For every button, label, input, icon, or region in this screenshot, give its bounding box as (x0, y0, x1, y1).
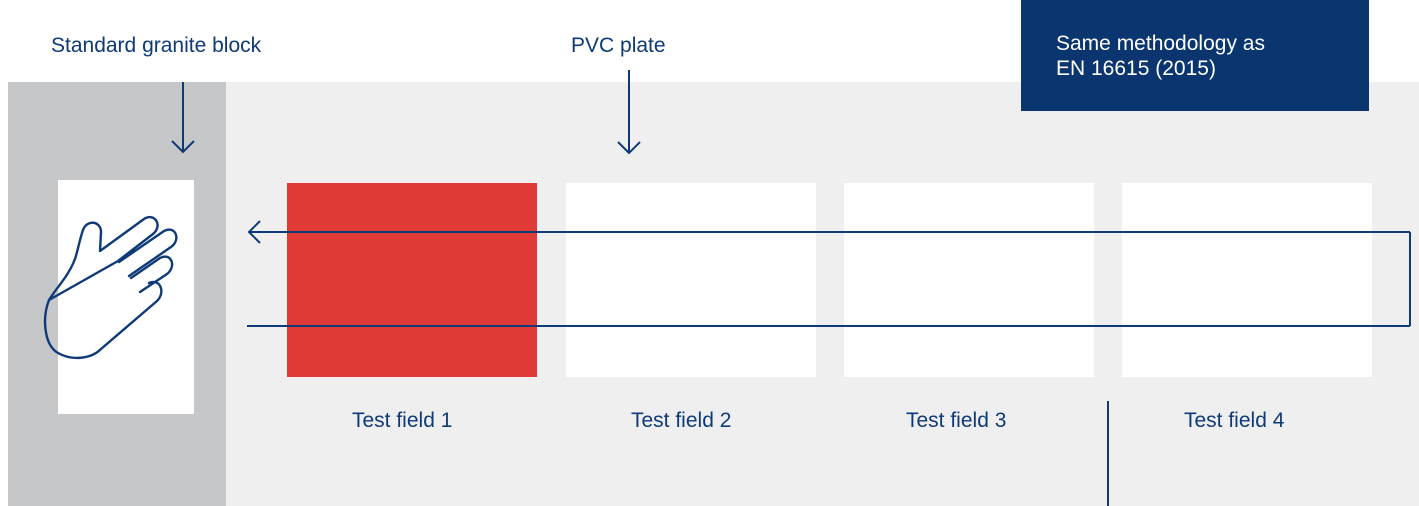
test-field-2-label: Test field 2 (631, 409, 732, 432)
granite-block-contact-area (58, 180, 194, 414)
test-field-2 (566, 183, 816, 377)
test-field-4-label: Test field 4 (1184, 409, 1285, 432)
pvc-plate-label: PVC plate (571, 34, 666, 57)
arrow-down-icon (171, 82, 195, 154)
test-field-4 (1122, 183, 1372, 377)
wipe-path-arrow-icon (247, 220, 1411, 327)
methodology-callout: Same methodology as EN 16615 (2015) (1021, 0, 1369, 111)
callout-line-1: Same methodology as (1056, 32, 1265, 55)
test-field-1 (287, 183, 537, 377)
hand-icon (43, 216, 178, 360)
test-field-3 (844, 183, 1094, 377)
arrow-down-icon (617, 70, 641, 155)
granite-block-label: Standard granite block (51, 34, 262, 57)
test-field-1-label: Test field 1 (352, 409, 453, 432)
test-field-3-label: Test field 3 (906, 409, 1007, 432)
callout-line-2: EN 16615 (2015) (1056, 57, 1216, 80)
